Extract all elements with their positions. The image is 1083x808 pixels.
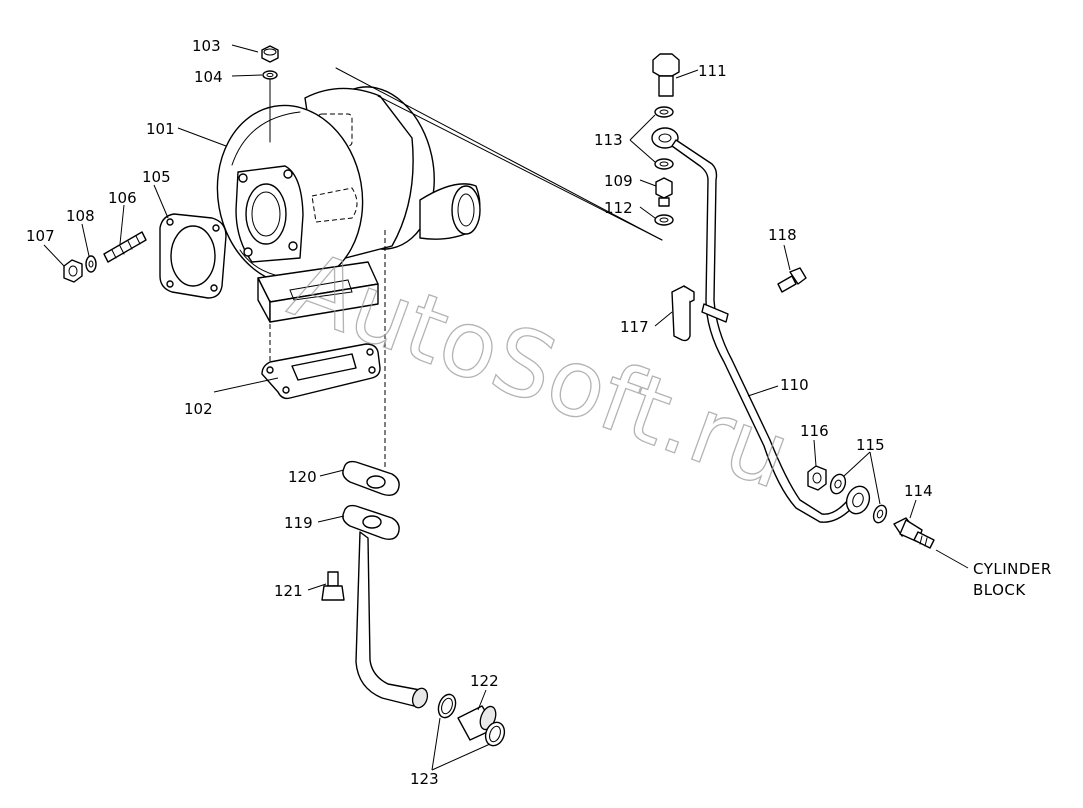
part-111-banjo-bolt bbox=[652, 53, 680, 97]
callout-121: 121 bbox=[274, 582, 303, 600]
part-113-washer-lower bbox=[654, 158, 674, 170]
part-115-washer-left bbox=[829, 473, 847, 495]
callout-120: 120 bbox=[288, 468, 317, 486]
callout-105: 105 bbox=[142, 168, 171, 186]
part-113-washer-upper bbox=[654, 106, 674, 118]
part-115-washer-right bbox=[872, 504, 888, 524]
part-118-bolt bbox=[777, 267, 807, 293]
part-120-drain-gasket bbox=[342, 460, 400, 497]
callout-115: 115 bbox=[856, 436, 885, 454]
part-107-nut bbox=[63, 259, 83, 283]
callout-110: 110 bbox=[780, 376, 809, 394]
part-109-union bbox=[655, 177, 673, 207]
callout-112: 112 bbox=[604, 199, 633, 217]
destination-line-1: CYLINDER bbox=[973, 560, 1052, 578]
callout-123: 123 bbox=[410, 770, 439, 788]
callout-104: 104 bbox=[194, 68, 223, 86]
callout-114: 114 bbox=[904, 482, 933, 500]
part-104-washer bbox=[262, 70, 278, 80]
leader-lines bbox=[43, 44, 969, 771]
callout-122: 122 bbox=[470, 672, 499, 690]
callout-109: 109 bbox=[604, 172, 633, 190]
part-103-nut bbox=[261, 45, 279, 63]
part-123-clamp-right bbox=[484, 721, 506, 747]
callouts: 103 104 101 105 106 108 107 102 111 113 … bbox=[26, 37, 1052, 788]
part-106-stud bbox=[103, 231, 147, 263]
callout-106: 106 bbox=[108, 189, 137, 207]
part-121-bolt bbox=[321, 571, 345, 601]
callout-111: 111 bbox=[698, 62, 727, 80]
part-105-inlet-gasket bbox=[159, 213, 227, 299]
callout-113: 113 bbox=[594, 131, 623, 149]
part-117-bracket bbox=[671, 285, 695, 342]
part-108-washer bbox=[85, 255, 97, 273]
part-102-exhaust-gasket bbox=[261, 343, 381, 400]
callout-116: 116 bbox=[800, 422, 829, 440]
callout-119: 119 bbox=[284, 514, 313, 532]
callout-102: 102 bbox=[184, 400, 213, 418]
part-116-nut bbox=[807, 465, 827, 491]
destination-line-2: BLOCK bbox=[973, 581, 1026, 599]
part-112-washer bbox=[654, 214, 674, 226]
callout-117: 117 bbox=[620, 318, 649, 336]
callout-101: 101 bbox=[146, 120, 175, 138]
part-123-clamp-left bbox=[437, 693, 457, 719]
callout-107: 107 bbox=[26, 227, 55, 245]
part-114-connector bbox=[893, 517, 935, 549]
part-110-oil-feed-pipe bbox=[651, 127, 871, 523]
part-119-drain-pipe bbox=[342, 504, 429, 709]
callout-118: 118 bbox=[768, 226, 797, 244]
callout-108: 108 bbox=[66, 207, 95, 225]
callout-103: 103 bbox=[192, 37, 221, 55]
turbocharger bbox=[216, 79, 481, 323]
